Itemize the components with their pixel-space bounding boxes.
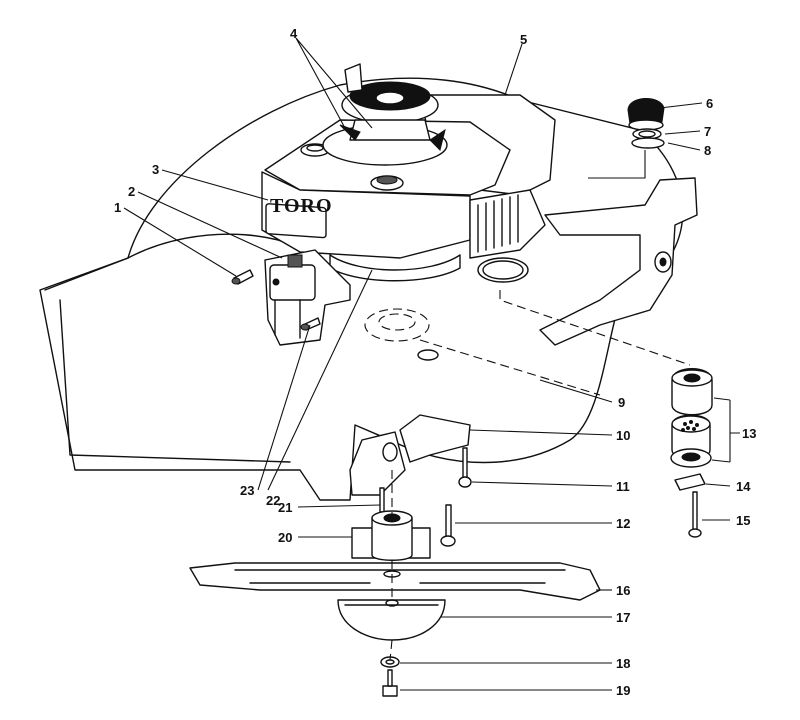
mower-blade	[189, 562, 601, 601]
recoil-starter	[322, 81, 448, 166]
callout-13: 13	[742, 426, 756, 441]
callout-4: 4	[290, 26, 298, 41]
screw-1	[231, 269, 254, 285]
callout-18: 18	[616, 656, 630, 671]
callout-labels: 1 2 3 4 5 6 7 8 9 10 11 12 13 14 15 16 1…	[114, 26, 756, 698]
callout-11: 11	[616, 479, 630, 494]
washer-8	[631, 137, 665, 149]
screw-23	[300, 317, 321, 331]
callout-7: 7	[704, 124, 711, 139]
bolt-11	[458, 447, 472, 488]
air-cleaner-knob	[627, 98, 665, 131]
blade-accessory	[337, 599, 446, 641]
callout-1: 1	[114, 200, 121, 215]
callout-2: 2	[128, 184, 135, 199]
callout-12: 12	[616, 516, 630, 531]
cooling-fins	[469, 189, 546, 259]
handle-bracket-right	[539, 177, 698, 346]
toro-logo-plate: TORO	[265, 195, 333, 239]
assembly-lines	[389, 150, 691, 661]
lock-plate-14	[674, 473, 706, 491]
callout-15: 15	[736, 513, 750, 528]
callout-16: 16	[616, 583, 630, 598]
callout-5: 5	[520, 32, 527, 47]
bolt-12	[440, 504, 456, 547]
callout-22: 22	[266, 493, 280, 508]
callout-3: 3	[152, 162, 159, 177]
blade-adapter	[351, 510, 431, 561]
muffler-assembly	[670, 368, 713, 468]
bolt-19	[382, 669, 398, 697]
callout-23: 23	[240, 483, 254, 498]
callout-14: 14	[736, 479, 751, 494]
callout-9: 9	[618, 395, 625, 410]
muffler-gasket	[477, 257, 529, 283]
crankshaft-seal	[364, 308, 439, 361]
fuel-cap	[370, 175, 404, 191]
leader-lines	[123, 37, 740, 691]
callout-20: 20	[278, 530, 292, 545]
pin-21	[379, 487, 385, 513]
engine-assembly: TORO	[261, 63, 556, 282]
callout-10: 10	[616, 428, 630, 443]
callout-17: 17	[616, 610, 630, 625]
control-box	[264, 249, 351, 346]
callout-19: 19	[616, 683, 630, 698]
handle-bracket-left	[349, 414, 471, 496]
callout-6: 6	[706, 96, 713, 111]
brand-logo-text: TORO	[270, 195, 333, 217]
callout-21: 21	[278, 500, 292, 515]
bolt-15	[688, 491, 702, 538]
callout-8: 8	[704, 143, 711, 158]
